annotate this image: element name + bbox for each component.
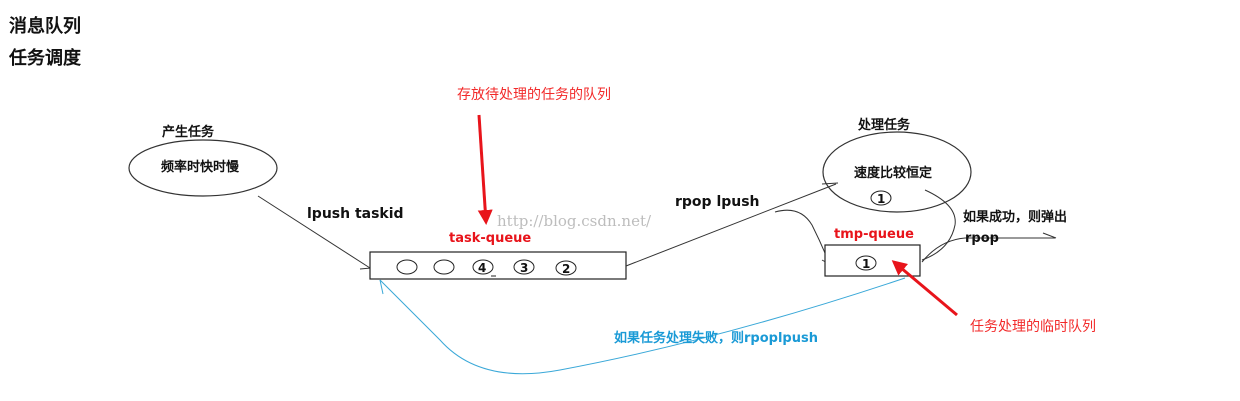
queue-item-label: 2 (562, 262, 570, 276)
tmp-queue-note-arrow (891, 260, 958, 317)
task-queue-note-arrow (477, 114, 493, 225)
producer-title: 产生任务 (162, 125, 215, 140)
rpop-out-edge (921, 237, 1055, 263)
rpoplpush-label: rpop lpush (675, 194, 760, 210)
rpoplpush-arrowhead (821, 182, 839, 185)
watermark: http://blog.csdn.net/ (497, 212, 652, 230)
failure-edge (379, 277, 906, 375)
lpush-edge (257, 195, 371, 269)
queue-slot-3 (513, 259, 535, 275)
task-queue-label: task-queue (449, 231, 532, 246)
task-queue-items: 4 3 2 (396, 259, 577, 277)
consumer-item-label: 1 (877, 192, 885, 206)
consumer-title: 处理任务 (858, 118, 911, 133)
lpush-label: lpush taskid (307, 206, 404, 222)
queue-slot-4 (472, 259, 494, 275)
lpush-arrowhead (359, 267, 372, 270)
rpop-label: rpop (965, 231, 999, 246)
producer-ellipse (128, 139, 278, 197)
consumer-item-slot (870, 190, 892, 206)
tmp-queue-note: 任务处理的临时队列 (970, 319, 1096, 335)
tmp-queue-slot-1 (855, 255, 877, 271)
queue-slot-empty (396, 259, 418, 275)
task-queue-note: 存放待处理的任务的队列 (457, 87, 611, 103)
queue-item-label: 3 (520, 261, 528, 275)
queue-slot-empty (433, 259, 455, 275)
tmp-queue-item-label: 1 (862, 257, 870, 271)
heading-message-queue: 消息队列 (9, 16, 81, 37)
success-label: 如果成功，则弹出 (963, 210, 1068, 225)
queue-slot-2 (555, 260, 577, 276)
producer-ellipse-text: 频率时快时慢 (161, 160, 240, 175)
queue-item-label: 4 (478, 261, 486, 275)
consumer-ellipse-text: 速度比较恒定 (854, 166, 933, 181)
task-queue-box (369, 251, 627, 280)
heading-task-scheduling: 任务调度 (9, 48, 81, 69)
rpoplpush-to-tmp-edge (774, 209, 831, 266)
failure-label: 如果任务处理失败，则rpoplpush (614, 331, 818, 346)
success-edge (921, 189, 956, 261)
tmp-queue-label: tmp-queue (834, 227, 914, 242)
rpoplpush-edge (625, 183, 837, 267)
consumer-ellipse (822, 131, 972, 213)
